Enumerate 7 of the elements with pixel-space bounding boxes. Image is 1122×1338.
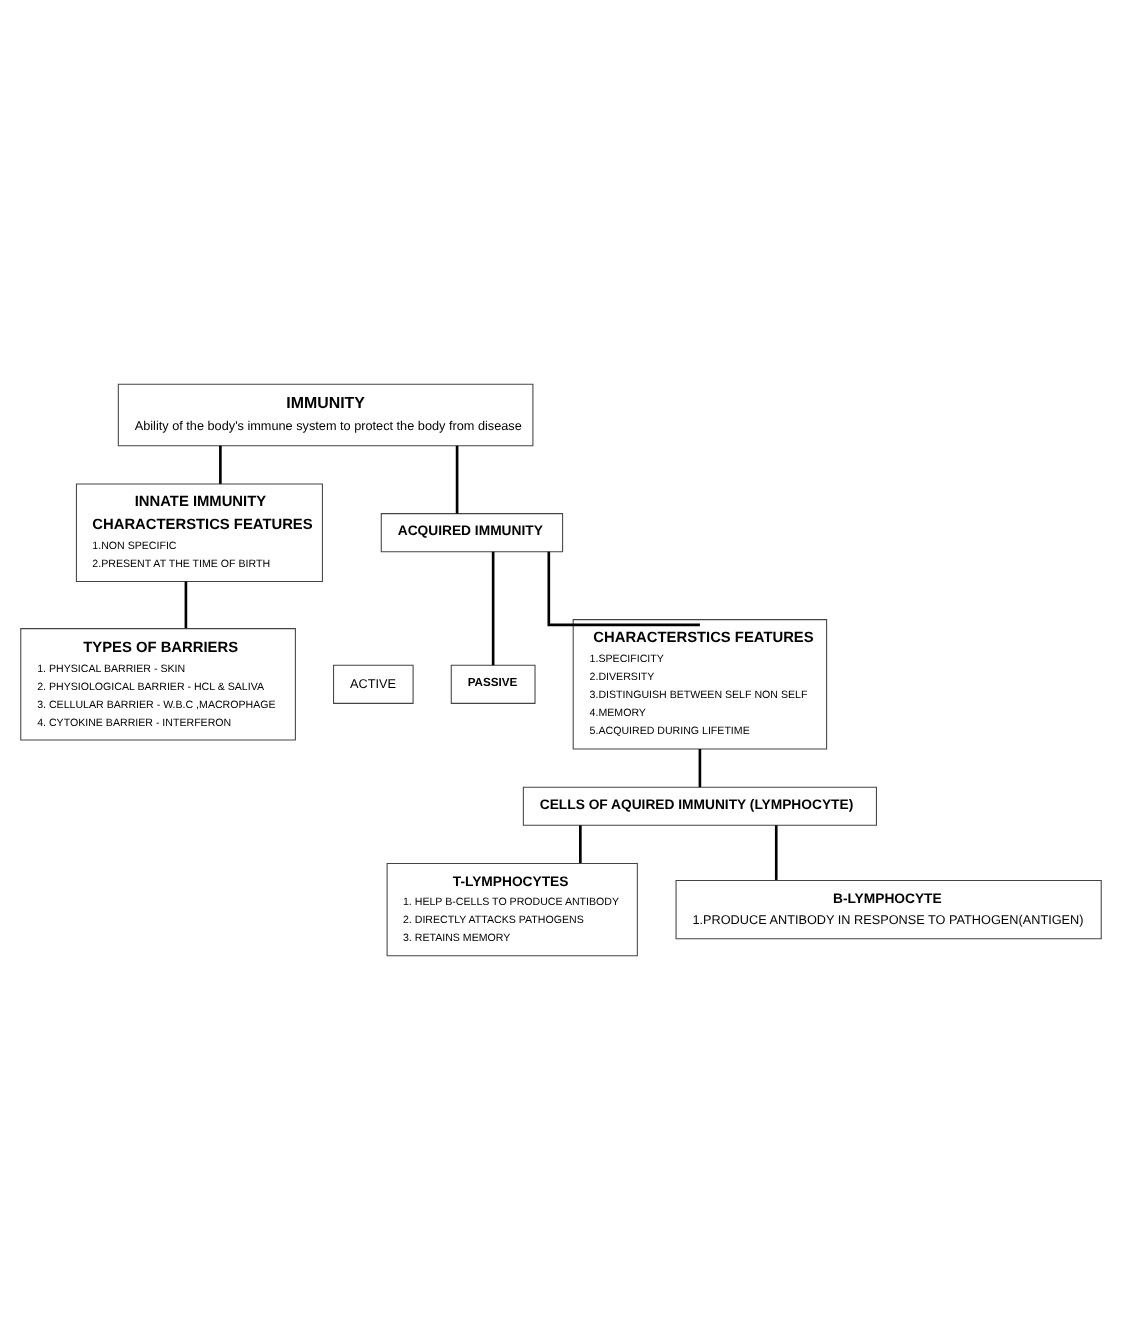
connector xyxy=(774,824,778,879)
connector xyxy=(184,580,188,628)
connector xyxy=(491,550,495,665)
connector xyxy=(698,748,702,787)
connector xyxy=(219,444,222,483)
connector xyxy=(455,444,459,513)
connector xyxy=(579,824,582,862)
